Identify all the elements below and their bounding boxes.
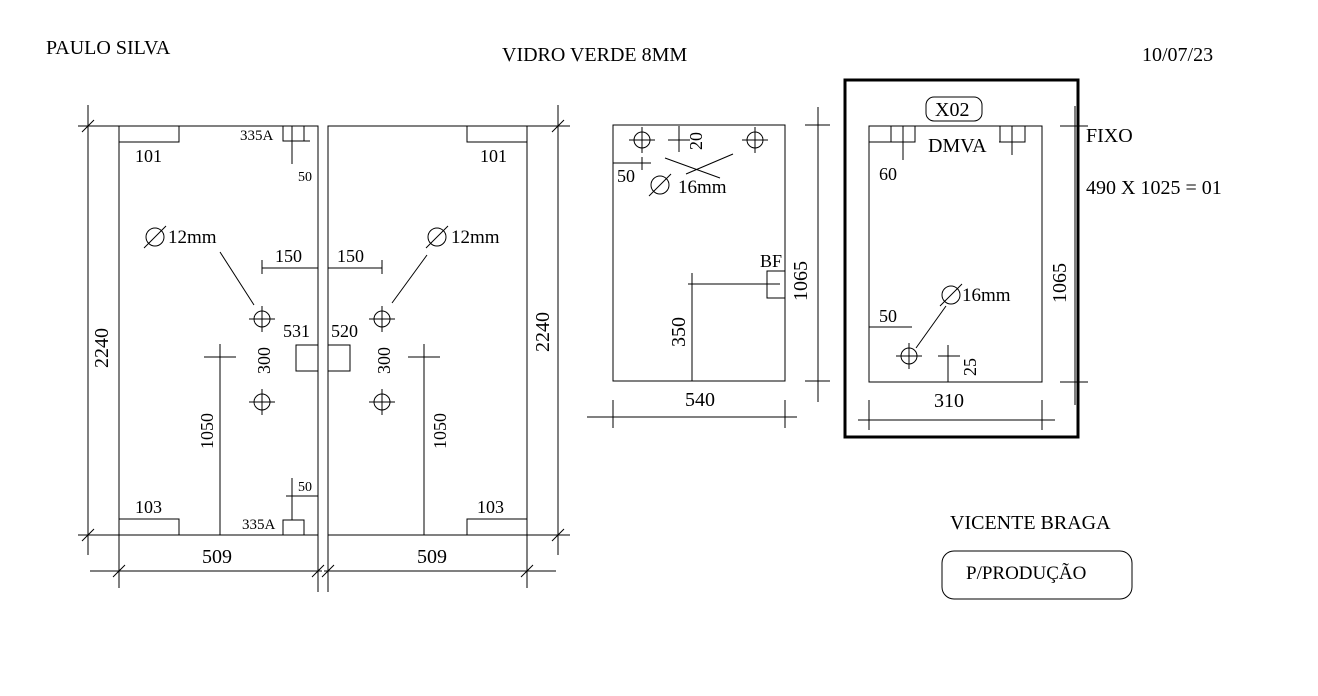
left-door-bottom-notch-label: 103 bbox=[135, 497, 162, 517]
middle-panel-bf-label: BF bbox=[760, 251, 782, 271]
left-door-top-notch-label: 101 bbox=[135, 146, 162, 166]
left-door-hole-label: 12mm bbox=[168, 227, 217, 248]
x02-spec-label: 490 X 1025 = 01 bbox=[1086, 177, 1222, 199]
author-name: VICENTE BRAGA bbox=[950, 512, 1111, 534]
middle-panel-hole-leader-b bbox=[685, 153, 734, 175]
right-door-outline bbox=[327, 125, 528, 536]
left-door-panel: 101 103 335A 50 50 335A 12mm 150 300 bbox=[118, 125, 319, 536]
right-door-hole-spacing: 300 bbox=[374, 347, 394, 374]
middle-panel-hole-leader-a bbox=[664, 157, 721, 179]
right-door-handle-height: 1050 bbox=[430, 413, 450, 449]
left-door-lock-label: 531 bbox=[283, 321, 310, 341]
right-door-lock-box bbox=[327, 344, 351, 372]
left-door-bottom-hinge-offset: 50 bbox=[298, 480, 312, 495]
x02-panel-outline bbox=[868, 125, 1043, 383]
x02-hole-label: 16mm bbox=[962, 285, 1011, 306]
right-door-bottom-notch-label: 103 bbox=[477, 497, 504, 517]
right-door-top-notch bbox=[466, 125, 528, 143]
middle-panel-hole-label: 16mm bbox=[678, 177, 727, 198]
middle-panel-top-offset: 20 bbox=[686, 132, 706, 150]
right-door-height-dimension: 2240 bbox=[532, 312, 554, 352]
left-door-hole-leader bbox=[219, 251, 255, 306]
production-stamp-box bbox=[941, 550, 1133, 600]
x02-type-label: FIXO bbox=[1086, 125, 1133, 147]
right-door-hole-label: 12mm bbox=[451, 227, 500, 248]
left-door-lock-box bbox=[295, 344, 319, 372]
client-name: PAULO SILVA bbox=[46, 37, 171, 59]
left-door-height-dimension: 2240 bbox=[91, 328, 113, 368]
middle-panel-side-offset: 50 bbox=[617, 166, 635, 186]
middle-panel-bf-height: 350 bbox=[668, 317, 690, 347]
left-door-hole-offset: 150 bbox=[275, 246, 302, 266]
right-door-diameter-icon bbox=[427, 227, 447, 247]
x02-tag-box bbox=[925, 96, 983, 122]
middle-panel-width-dimension: 540 bbox=[685, 389, 715, 411]
x02-offset-60: 60 bbox=[879, 164, 897, 184]
left-door-top-notch bbox=[118, 125, 180, 143]
left-door-handle-height: 1050 bbox=[197, 413, 217, 449]
x02-diameter-icon bbox=[941, 285, 961, 305]
left-door-top-hinge-offset: 50 bbox=[298, 170, 312, 185]
left-door-width-dimension: 509 bbox=[202, 546, 232, 568]
middle-panel-diameter-icon bbox=[650, 175, 670, 195]
right-door-bottom-notch bbox=[466, 518, 528, 536]
x02-height-dimension: 1065 bbox=[1049, 263, 1071, 303]
middle-panel-outline bbox=[612, 124, 786, 382]
x02-fitting-label: DMVA bbox=[928, 135, 987, 157]
x02-side-offset: 50 bbox=[879, 306, 897, 326]
right-door-width-dimension: 509 bbox=[417, 546, 447, 568]
left-door-top-hinge-label: 335A bbox=[240, 128, 274, 144]
right-door-hole-offset: 150 bbox=[337, 246, 364, 266]
x02-panel: X02 DMVA 60 50 16mm 25 bbox=[868, 96, 1043, 383]
production-stamp-label: P/PRODUÇÃO bbox=[966, 562, 1086, 584]
left-door-bottom-hinge bbox=[282, 519, 305, 536]
material-title: VIDRO VERDE 8MM bbox=[502, 44, 687, 66]
x02-bottom-offset: 25 bbox=[960, 358, 980, 376]
right-door-hole-leader bbox=[391, 254, 428, 304]
left-door-bottom-hinge-label: 335A bbox=[242, 517, 276, 533]
right-door-panel: 101 103 12mm 150 300 520 1050 bbox=[327, 125, 528, 536]
middle-panel-height-dimension: 1065 bbox=[790, 261, 812, 301]
x02-width-dimension: 310 bbox=[934, 390, 964, 412]
right-door-top-notch-label: 101 bbox=[480, 146, 507, 166]
left-door-bottom-notch bbox=[118, 518, 180, 536]
middle-panel: 20 50 16mm BF 350 bbox=[612, 124, 786, 382]
drawing-date: 10/07/23 bbox=[1142, 44, 1213, 66]
left-door-top-hinge bbox=[282, 125, 305, 142]
left-door-hole-spacing: 300 bbox=[254, 347, 274, 374]
x02-hole-leader bbox=[915, 305, 947, 349]
x02-highlight-frame bbox=[843, 78, 1080, 439]
x02-tag-label: X02 bbox=[935, 99, 969, 121]
left-door-outline bbox=[118, 125, 319, 536]
right-door-lock-label: 520 bbox=[331, 321, 358, 341]
left-door-diameter-icon bbox=[145, 227, 165, 247]
